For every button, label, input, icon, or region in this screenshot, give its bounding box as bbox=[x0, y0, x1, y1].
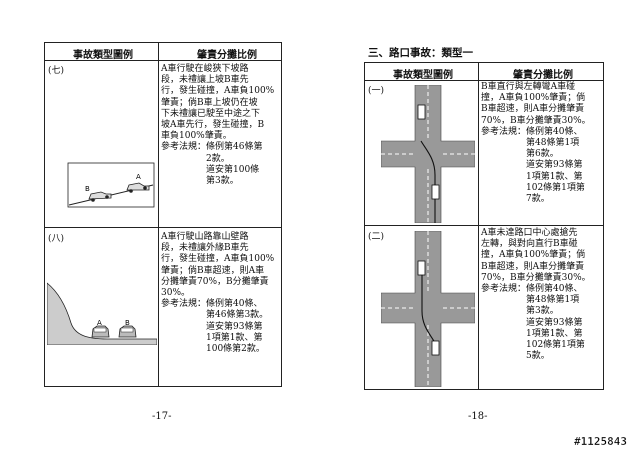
text-line: 道安第93條第 bbox=[161, 321, 263, 332]
right-page-number: -18- bbox=[468, 411, 488, 422]
car-icon bbox=[417, 260, 426, 276]
left-row-divider bbox=[45, 227, 281, 228]
text-line: 道安第100條 bbox=[161, 164, 260, 175]
row-2-description: A車未達路口中心處搶先 左轉，與對向直行B車碰 撞，A車負100%肇責；倘 B車… bbox=[481, 228, 591, 362]
car-a-icon bbox=[91, 325, 110, 338]
mountain-road-diagram: A B bbox=[47, 282, 157, 345]
text-line: 分攤肇責70%，B分攤肇責 bbox=[161, 276, 269, 287]
text-line: 第3款。 bbox=[481, 306, 559, 317]
left-header-diagram-col: 事故類型圖例 bbox=[73, 50, 133, 61]
text-line: 參考法規：條例第46條第 bbox=[161, 142, 263, 153]
section-title: 三、路口事故：類型一 bbox=[368, 47, 473, 59]
car-a-icon bbox=[126, 182, 150, 193]
row-number-2: (二) bbox=[368, 232, 385, 242]
text-line: 段，未禮讓上坡B車先 bbox=[161, 75, 249, 86]
text-line: B車超速，則A車分攤肇責 bbox=[481, 261, 585, 272]
text-line: 1項第1款、第 bbox=[481, 171, 583, 182]
left-accident-table: 事故類型圖例 肇責分攤比例 (七) A B A車行駛在峻狹下坡路 段，未禮讓上坡… bbox=[44, 42, 282, 387]
text-line: 30%。 bbox=[161, 288, 191, 299]
id-stamp: #1125843 bbox=[574, 435, 627, 448]
text-line: 下未禮讓已駛至中途之下 bbox=[161, 108, 261, 119]
right-row-divider bbox=[365, 225, 603, 226]
text-line: 102條第1項第 bbox=[481, 182, 585, 193]
text-line: 道安第93條第 bbox=[481, 317, 583, 328]
text-line: 撞，A車負100%肇責；倘 bbox=[481, 93, 586, 104]
text-line: 1項第1款、第 bbox=[161, 332, 263, 343]
row-1-description: B車直行與左轉彎A車碰 撞，A車負100%肇責；倘 B車超速，則A車分攤肇責 7… bbox=[481, 82, 591, 205]
text-line: 第46條第3款。 bbox=[161, 310, 269, 321]
right-column-divider bbox=[478, 63, 479, 389]
intersection-early-left-turn-diagram bbox=[381, 231, 475, 387]
car-b-icon bbox=[118, 325, 137, 338]
text-line: 第48條第1項 bbox=[481, 138, 580, 149]
right-header-diagram-col: 事故類型圖例 bbox=[393, 70, 453, 81]
label-b: B bbox=[125, 319, 130, 327]
text-line: 車負100%肇責。 bbox=[161, 131, 232, 142]
text-line: 撞，A車負100%肇責；倘 bbox=[481, 250, 586, 261]
text-line: 肇責；倘B車上坡仍在坡 bbox=[161, 97, 258, 108]
text-line: 坡A車先行，發生碰撞，B bbox=[161, 120, 265, 131]
label-a: A bbox=[136, 173, 141, 181]
text-line: A車行駛在峻狹下坡路 bbox=[161, 64, 249, 74]
text-line: 7款。 bbox=[481, 194, 550, 205]
row-7-description: A車行駛在峻狹下坡路 段，未禮讓上坡B車先 行，發生碰撞，A車負100% 肇責；… bbox=[161, 64, 274, 187]
row-number-8: (八) bbox=[48, 234, 65, 244]
text-line: 肇責；倘B車超速，則A車 bbox=[161, 265, 265, 276]
text-line: 行，發生碰撞，A車負100% bbox=[161, 86, 275, 97]
text-line: A車行駛山路靠山壁路 bbox=[161, 232, 249, 242]
text-line: 2款。 bbox=[161, 153, 230, 164]
car-icon bbox=[431, 184, 440, 200]
text-line: 102條第1項第 bbox=[481, 340, 585, 351]
row-8-description: A車行駛山路靠山壁路 段，未禮讓外緣B車先 行，發生碰撞，A車負100% 肇責；… bbox=[161, 232, 274, 355]
text-line: 段，未禮讓外緣B車先 bbox=[161, 243, 249, 254]
row-number-7: (七) bbox=[48, 66, 65, 76]
intersection-left-turn-diagram bbox=[381, 85, 475, 223]
text-line: 70%，B車分攤肇責30%。 bbox=[481, 272, 591, 283]
text-line: 道安第93條第 bbox=[481, 160, 583, 171]
left-header-ratio-col: 肇責分攤比例 bbox=[197, 50, 257, 61]
text-line: 1項第1款、第 bbox=[481, 328, 583, 339]
text-line: 行，發生碰撞，A車負100% bbox=[161, 254, 275, 265]
text-line: 左轉，與對向直行B車碰 bbox=[481, 239, 578, 250]
left-column-divider bbox=[158, 43, 159, 386]
text-line: 參考法規：條例第40條、 bbox=[481, 284, 583, 295]
left-page-number: -17- bbox=[152, 411, 172, 422]
left-table-header: 事故類型圖例 肇責分攤比例 bbox=[45, 43, 281, 61]
car-icon bbox=[431, 340, 440, 356]
text-line: 第6款。 bbox=[481, 149, 559, 160]
text-line: 第3款。 bbox=[161, 176, 239, 187]
text-line: 參考法規：條例第40條、 bbox=[161, 299, 263, 310]
right-header-ratio-col: 肇責分攤比例 bbox=[513, 70, 573, 81]
right-table-header: 事故類型圖例 肇責分攤比例 bbox=[365, 63, 603, 81]
row-number-1: (一) bbox=[368, 86, 385, 96]
text-line: 參考法規：條例第40條、 bbox=[481, 126, 583, 137]
downhill-car-diagram: A B bbox=[67, 162, 155, 208]
car-b-icon bbox=[88, 191, 112, 202]
text-line: 100條第2款。 bbox=[161, 344, 265, 355]
label-b: B bbox=[85, 185, 90, 193]
text-line: 70%，B車分攤肇責30%。 bbox=[481, 115, 591, 126]
text-line: A車未達路口中心處搶先 bbox=[481, 228, 578, 238]
right-accident-table: 事故類型圖例 肇責分攤比例 (一) B車直行與左轉彎A車碰 撞，A車負100%肇… bbox=[364, 62, 604, 390]
text-line: 5款。 bbox=[481, 351, 550, 362]
text-line: B車超速，則A車分攤肇責 bbox=[481, 104, 585, 115]
text-line: 第48條第1項 bbox=[481, 295, 580, 306]
car-icon bbox=[417, 104, 426, 120]
label-a: A bbox=[97, 319, 102, 327]
text-line: B車直行與左轉彎A車碰 bbox=[481, 82, 576, 92]
